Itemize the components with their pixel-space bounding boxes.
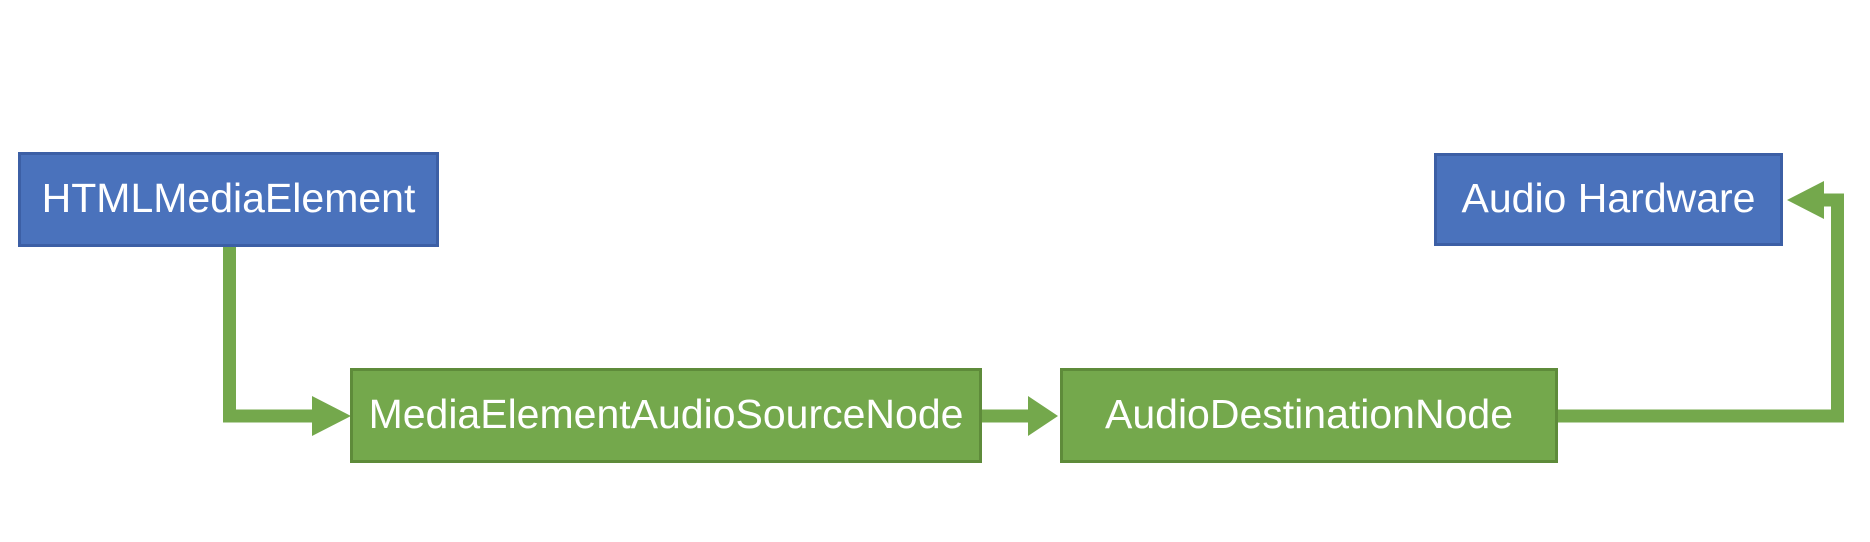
node-mediaelementaudiosourcenode-label: MediaElementAudioSourceNode [368,391,964,437]
node-mediaelementaudiosourcenode: MediaElementAudioSourceNode [350,368,982,463]
arrowhead-into-hardware [1787,181,1824,219]
connector-htmlmediaelement-to-sourcenode [223,245,313,423]
node-htmlmediaelement-label: HTMLMediaElement [41,175,416,221]
connector-destinationnode-to-hardware [1558,193,1844,423]
arrowhead-into-destinationnode [1028,396,1058,436]
node-audiodestinationnode: AudioDestinationNode [1060,368,1558,463]
node-audiodestinationnode-label: AudioDestinationNode [1105,391,1513,437]
node-htmlmediaelement: HTMLMediaElement [18,152,439,247]
node-audio-hardware-label: Audio Hardware [1461,175,1756,221]
node-audio-hardware: Audio Hardware [1434,153,1783,246]
arrowhead-into-sourcenode [312,396,351,436]
